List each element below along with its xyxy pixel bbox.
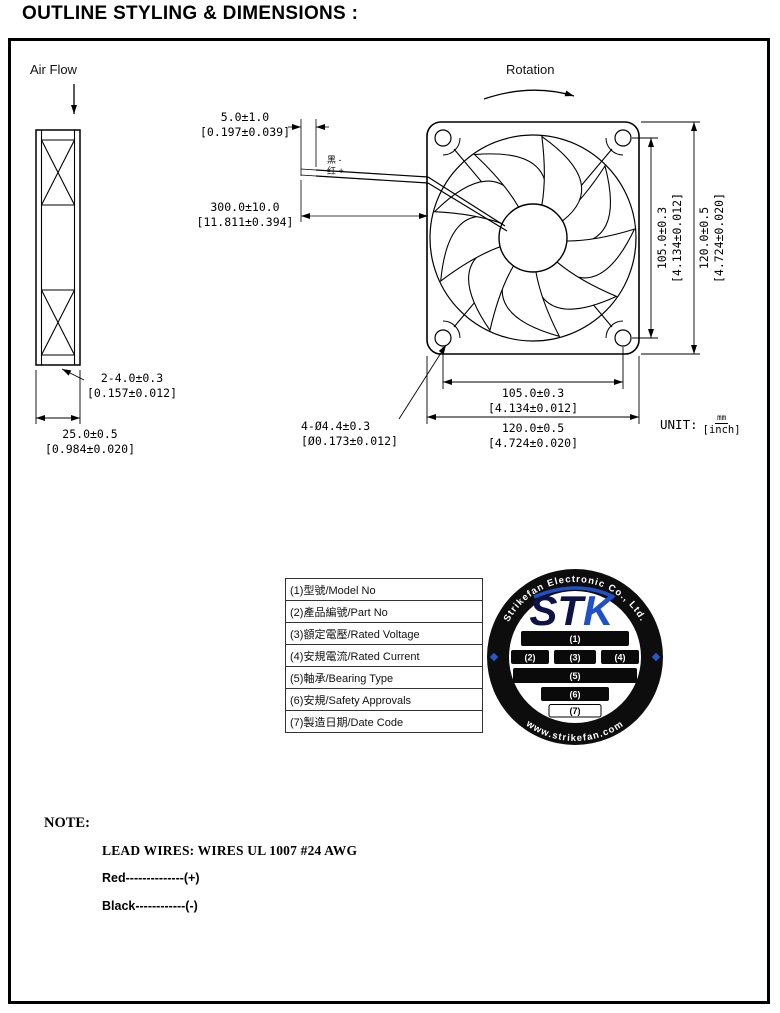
dim-wire-strip-inch: [0.197±0.039] [199, 124, 290, 139]
dim-rib-mm: 2-4.0±0.3 [100, 371, 164, 385]
unit-inch: [inch] [702, 423, 741, 436]
legend-row-2: (2)產品編號/Part No [285, 600, 483, 623]
stk-logo-k: K [583, 587, 616, 634]
dim-frame-vertical-inch: [4.724±0.020] [712, 192, 726, 284]
wire-black-tag: 黑 - [327, 155, 342, 165]
sticker-field-2-box [511, 650, 549, 664]
dim-thickness-inch: [0.984±0.020] [44, 441, 135, 456]
sticker-field-5: (5) [570, 671, 581, 681]
dim-hole-pitch-vertical-mm: 105.0±0.3 [655, 206, 670, 270]
dim-wire-length-inch: [11.811±0.394] [196, 214, 294, 229]
dim-lines-bottom [426, 347, 640, 424]
dim-hole-pitch-vertical: 105.0±0.3 [4.134±0.012] [655, 193, 685, 283]
table-row: (6)安規/Safety Approvals [285, 688, 483, 711]
rotation-label: Rotation [506, 62, 555, 77]
brand-sticker: Strikefan Electronic Co., Ltd. www.strik… [487, 569, 663, 745]
mounting-holes [434, 129, 632, 347]
stk-logo-st: ST [529, 587, 586, 634]
fan-front-view [426, 121, 640, 355]
sticker-field-7-box [548, 704, 602, 718]
sticker-field-1-box [521, 631, 629, 646]
dim-hole-pitch-horizontal-mm: 105.0±0.3 [501, 386, 565, 400]
table-row: (4)安規電流/Rated Current [285, 644, 483, 667]
unit-mm: mm [715, 413, 729, 424]
lead-wires [300, 168, 508, 232]
wire-red-tag: 红 + [327, 166, 344, 177]
dim-lines-thickness [35, 370, 81, 424]
sticker-field-7: (7) [570, 706, 581, 716]
dim-hole-diameter-inch: [Ø0.173±0.012] [301, 433, 398, 448]
unit-fraction: mm [inch] [703, 414, 741, 435]
dim-wire-length-mm: 300.0±10.0 [210, 200, 280, 214]
sticker-field-4: (4) [615, 653, 626, 663]
dim-wire-length: 300.0±10.0 [11.811±0.394] [191, 200, 299, 230]
dim-frame-vertical-mm: 120.0±0.5 [697, 206, 712, 270]
wire-color-tags: 黑 - 红 + [327, 155, 344, 178]
sticker-field-3-box [554, 650, 596, 664]
legend-row-5: (5)軸承/Bearing Type [285, 666, 483, 689]
stk-logo-swoosh [533, 586, 615, 599]
note-red-wire: Red--------------(+) [102, 871, 200, 885]
note-heading: NOTE: [44, 815, 90, 831]
label-legend-table: (1)型號/Model No (2)產品編號/Part No (3)額定電壓/R… [285, 578, 483, 733]
sticker-field-4-box [601, 650, 639, 664]
dim-hole-diameter: 4-Ø4.4±0.3 [Ø0.173±0.012] [301, 419, 398, 449]
table-row: (7)製造日期/Date Code [285, 710, 483, 733]
dim-hole-pitch-horizontal: 105.0±0.3 [4.134±0.012] [488, 386, 578, 416]
dim-hole-pitch-horizontal-inch: [4.134±0.012] [487, 400, 579, 415]
dim-rib: 2-4.0±0.3 [0.157±0.012] [84, 371, 180, 401]
dim-frame-horizontal: 120.0±0.5 [4.724±0.020] [488, 421, 578, 451]
legend-row-1: (1)型號/Model No [285, 578, 483, 601]
dim-lines-wire-length [300, 180, 428, 222]
unit-block: UNIT: mm [inch] [660, 414, 741, 435]
legend-row-7: (7)製造日期/Date Code [285, 710, 483, 733]
legend-row-3: (3)額定電壓/Rated Voltage [285, 622, 483, 645]
corner-ears [442, 137, 624, 339]
legend-row-4: (4)安規電流/Rated Current [285, 644, 483, 667]
fan-blades [433, 135, 636, 338]
fan-side-view [35, 129, 81, 366]
rotation-arrow [483, 89, 575, 100]
page-title: OUTLINE STYLING & DIMENSIONS : [22, 3, 359, 24]
dim-lines-wire-strip [288, 119, 329, 176]
sticker-field-6: (6) [570, 690, 581, 700]
dim-frame-horizontal-mm: 120.0±0.5 [501, 421, 565, 435]
unit-label: UNIT: [660, 417, 698, 432]
dim-rib-inch: [0.157±0.012] [86, 385, 177, 400]
sticker-field-6-box [541, 687, 609, 701]
dim-wire-strip-mm: 5.0±1.0 [220, 110, 270, 124]
table-row: (5)軸承/Bearing Type [285, 666, 483, 689]
table-row: (3)額定電壓/Rated Voltage [285, 622, 483, 645]
dim-lines-right [632, 121, 700, 355]
table-row: (1)型號/Model No [285, 578, 483, 601]
dim-leader-hole [398, 344, 447, 420]
table-row: (2)產品編號/Part No [285, 600, 483, 623]
sticker-field-3: (3) [570, 653, 581, 663]
dim-thickness: 25.0±0.5 [0.984±0.020] [34, 427, 146, 457]
air-flow-label: Air Flow [30, 62, 77, 77]
sticker-field-5-box [513, 668, 637, 683]
dim-frame-vertical: 120.0±0.5 [4.724±0.020] [697, 193, 727, 283]
fan-hub [498, 203, 568, 273]
sticker-right-diamond [651, 652, 661, 662]
dim-thickness-mm: 25.0±0.5 [62, 427, 118, 441]
dim-wire-strip: 5.0±1.0 [0.197±0.039] [197, 110, 293, 140]
sticker-field-1: (1) [570, 634, 581, 644]
note-black-wire: Black------------(-) [102, 899, 198, 913]
legend-row-6: (6)安規/Safety Approvals [285, 688, 483, 711]
note-lead-wires: LEAD WIRES: WIRES UL 1007 #24 AWG [102, 843, 358, 858]
dim-hole-diameter-mm: 4-Ø4.4±0.3 [301, 419, 371, 433]
dim-leader-rib [61, 368, 85, 381]
dim-frame-horizontal-inch: [4.724±0.020] [487, 435, 579, 450]
sticker-field-2: (2) [525, 653, 536, 663]
drawing-frame [8, 38, 770, 1004]
dim-hole-pitch-vertical-inch: [4.134±0.012] [670, 192, 684, 284]
sticker-left-diamond [489, 652, 499, 662]
